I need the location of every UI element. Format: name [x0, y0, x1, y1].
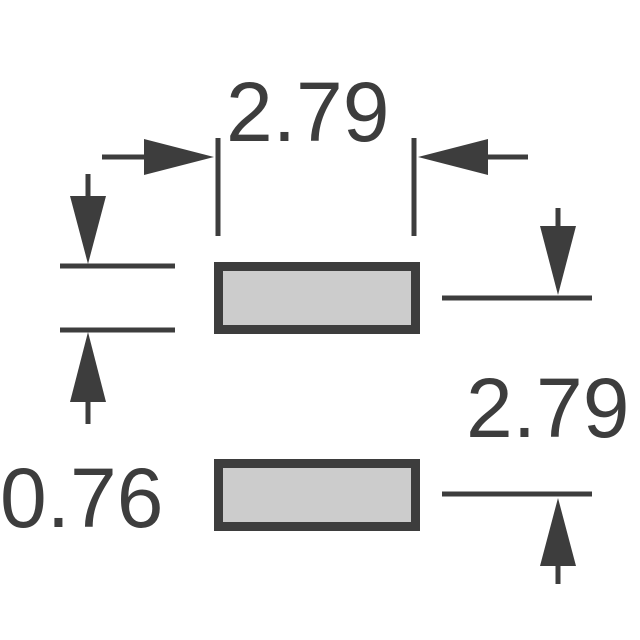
left-height-label: 0.76 — [0, 451, 164, 545]
top-arrow-right-head — [418, 139, 488, 175]
left-arrow-up-head — [70, 332, 106, 402]
bottom-pad — [214, 459, 420, 531]
right-arrow-down-head — [540, 226, 576, 295]
right-arrow-up-head — [540, 498, 576, 566]
top-arrow-left-head — [144, 139, 214, 175]
top-pad — [214, 262, 420, 334]
left-arrow-down-head — [70, 196, 106, 264]
right-spacing-label: 2.79 — [466, 361, 630, 455]
top-width-label: 2.79 — [226, 65, 390, 159]
